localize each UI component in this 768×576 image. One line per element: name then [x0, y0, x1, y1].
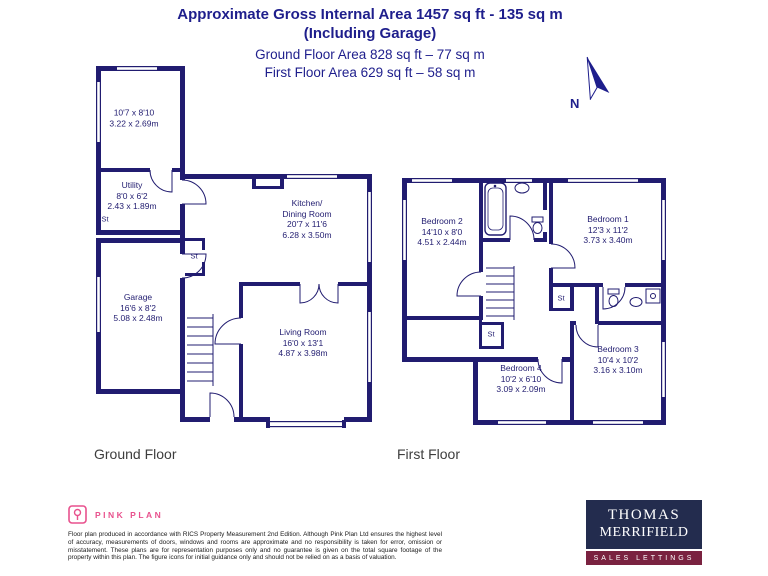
agent-name-box: THOMAS MERRIFIELD: [586, 500, 702, 549]
room-label-bedroom-4: Bedroom 4 10'2 x 6'10 3.09 x 2.09m: [496, 363, 546, 395]
compass: N: [566, 54, 622, 116]
room-label-bedroom-1: Bedroom 1 12'3 x 11'2 3.73 x 3.40m: [583, 214, 633, 246]
first-floor-title: First Floor: [397, 446, 460, 462]
room-label-living-room: Living Room 16'0 x 13'1 4.87 x 3.98m: [278, 327, 328, 359]
pink-plan-icon: [68, 505, 87, 524]
stairs-icon: [486, 266, 515, 320]
agent-tagline: SALES LETTINGS: [586, 551, 702, 565]
ground-door-arcs: [149, 169, 339, 418]
storage-label: St: [557, 293, 565, 303]
agent-logo: THOMAS MERRIFIELD SALES LETTINGS: [586, 500, 702, 565]
room-label-garage: Garage 16'6 x 8'2 5.08 x 2.48m: [113, 292, 163, 324]
first-door-arcs: [456, 215, 626, 384]
agent-name-line1: THOMAS: [607, 507, 681, 523]
ensuite-fixture-icons: [607, 288, 661, 307]
north-arrow-icon: [586, 56, 610, 101]
agent-name-line2: MERRIFIELD: [599, 525, 689, 540]
first-window-glyphs: [402, 178, 666, 425]
ground-floor-title: Ground Floor: [94, 446, 177, 462]
first-floor-area-line: First Floor Area 629 sq ft – 58 sq m: [264, 65, 476, 80]
storage-label: St: [487, 329, 495, 339]
storage-label: St: [190, 251, 198, 261]
ground-window-glyphs: [96, 66, 372, 428]
including-garage-line: (Including Garage): [303, 25, 437, 42]
first-floor-walls: [402, 178, 666, 425]
pink-plan-logo: PINK PLAN: [68, 505, 163, 524]
bathtub-icon: [484, 182, 507, 236]
total-area-line: Approximate Gross Internal Area 1457 sq …: [177, 6, 563, 23]
first-floor-plan: Bedroom 2 14'10 x 8'0 4.51 x 2.44m Bedro…: [398, 172, 670, 430]
ground-floor-walls: [96, 66, 372, 428]
north-label: N: [570, 96, 580, 111]
room-label-front-room: 10'7 x 8'10 3.22 x 2.69m: [109, 107, 159, 128]
room-label-utility: Utility 8'0 x 6'2 2.43 x 1.89m: [107, 180, 157, 212]
ground-floor-area-line: Ground Floor Area 828 sq ft – 77 sq m: [255, 47, 485, 62]
bathroom-fixture-icons: [514, 182, 544, 234]
stairs-icon: [187, 314, 214, 386]
room-label-bedroom-2: Bedroom 2 14'10 x 8'0 4.51 x 2.44m: [417, 216, 467, 248]
ground-floor-plan: 10'7 x 8'10 3.22 x 2.69m Utility 8'0 x 6…: [92, 62, 377, 430]
pink-plan-name: PINK PLAN: [95, 509, 164, 520]
ground-wall-segments: [96, 66, 372, 428]
room-label-bedroom-3: Bedroom 3 10'4 x 10'2 3.16 x 3.10m: [593, 344, 643, 376]
disclaimer-text: Floor plan produced in accordance with R…: [68, 531, 442, 562]
room-label-kitchen-dining: Kitchen/ Dining Room 20'7 x 11'6 6.28 x …: [282, 197, 332, 240]
storage-label: St: [101, 214, 109, 224]
header: Approximate Gross Internal Area 1457 sq …: [0, 6, 740, 80]
first-wall-segments: [402, 178, 666, 425]
